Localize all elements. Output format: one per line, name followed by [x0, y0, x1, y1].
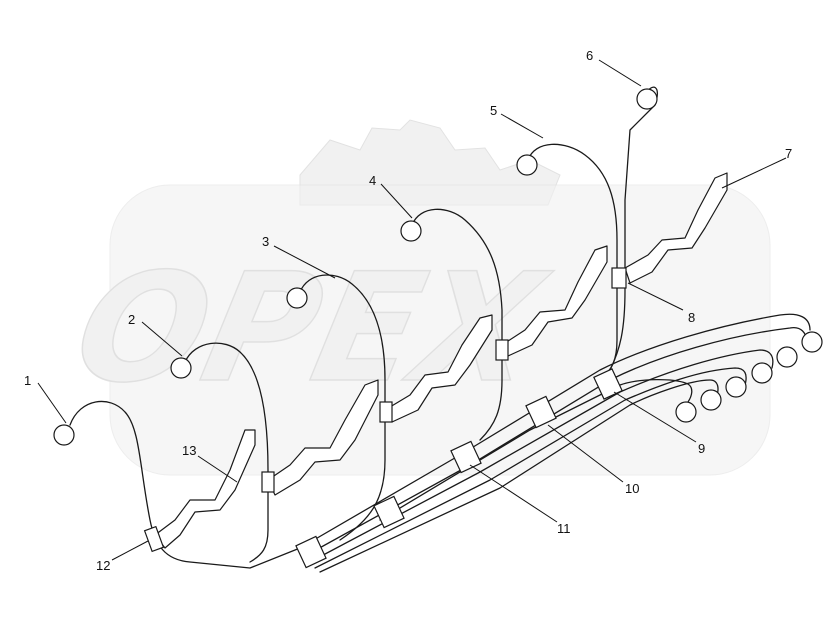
clamp-8	[611, 267, 627, 289]
leader-lines	[37, 59, 787, 561]
pipe-bundle-d	[314, 367, 747, 569]
clamp-pipe2	[261, 471, 275, 493]
bracket-3-support	[384, 314, 493, 423]
leader-6	[598, 59, 642, 87]
callout-2: 2	[128, 312, 135, 327]
callout-6: 6	[586, 48, 593, 63]
union-nuts	[53, 88, 823, 446]
leader-3	[273, 245, 336, 279]
leader-11	[469, 464, 558, 523]
nut-pipe-2	[170, 357, 192, 379]
watermark-brand: OPEX	[62, 241, 562, 416]
nut-outlet-3	[725, 376, 747, 398]
pipe-bundle-a	[299, 313, 811, 549]
pipe-bundle-b	[304, 326, 807, 557]
clamp-bundle-2	[373, 495, 405, 529]
leader-2	[141, 321, 183, 357]
nut-pipe-1	[53, 424, 75, 446]
callout-labels: 1 2 3 4 5 6 7 8 9 10 11 12 13	[24, 48, 792, 573]
bracket-7	[624, 172, 728, 284]
nut-pipe-6	[636, 88, 658, 110]
callout-11: 11	[557, 521, 571, 536]
callout-5: 5	[490, 103, 497, 118]
callout-13: 13	[182, 443, 196, 458]
pipe-1	[69, 400, 301, 569]
callout-12: 12	[96, 558, 110, 573]
pipe-2	[184, 342, 269, 563]
callout-1: 1	[24, 373, 31, 388]
callout-10: 10	[625, 481, 639, 496]
nut-outlet-1	[675, 401, 697, 423]
leader-1	[37, 382, 67, 424]
clamp-11	[450, 440, 482, 474]
leader-13	[197, 455, 238, 483]
clamp-9	[593, 368, 623, 400]
leader-9	[613, 391, 697, 443]
nut-pipe-5	[516, 154, 538, 176]
pipe-bundle-f	[379, 378, 693, 521]
clamp-pipe4	[495, 339, 509, 361]
bracket-12-support	[267, 379, 379, 496]
callout-3: 3	[262, 234, 269, 249]
pipe-3	[299, 274, 386, 541]
pipe-bundle-e	[319, 379, 719, 573]
leader-4	[380, 183, 413, 219]
bracket-13	[154, 429, 256, 549]
pipe-bundle-c	[309, 349, 774, 563]
nut-outlet-6	[801, 331, 823, 353]
leader-7	[721, 157, 787, 189]
clamp-pipe3	[379, 401, 393, 423]
bracket-4-support	[501, 245, 608, 357]
nut-outlet-2	[700, 389, 722, 411]
callout-7: 7	[785, 146, 792, 161]
nut-outlet-5	[776, 346, 798, 368]
clamp-12	[143, 525, 165, 553]
callout-8: 8	[688, 310, 695, 325]
injector-pipes	[69, 86, 811, 573]
nut-pipe-3	[286, 287, 308, 309]
leader-10	[547, 424, 624, 483]
clamp-bundle-1	[295, 535, 327, 569]
clamp-10	[525, 395, 557, 429]
clamps	[143, 267, 627, 569]
brackets	[154, 172, 728, 549]
callout-9: 9	[698, 441, 705, 456]
leader-8	[627, 282, 684, 311]
pipe-4	[411, 208, 503, 441]
callout-4: 4	[369, 173, 376, 188]
leader-5	[500, 113, 544, 139]
leader-12	[111, 540, 149, 561]
nut-pipe-4	[400, 220, 422, 242]
nut-outlet-4	[751, 362, 773, 384]
pipe-6	[609, 86, 659, 371]
